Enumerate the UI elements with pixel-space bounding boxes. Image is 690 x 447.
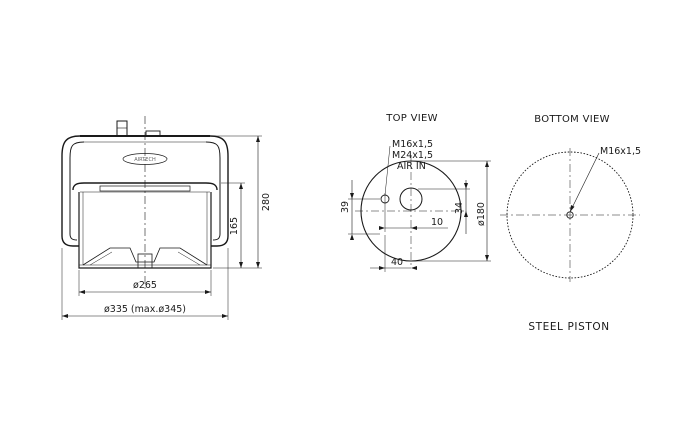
air-fitting <box>145 130 161 137</box>
rubber-bellow-outer <box>61 135 81 247</box>
mounting-stud <box>116 120 128 137</box>
rubber-bellow-inner <box>69 141 85 241</box>
bottom-view <box>500 148 640 282</box>
dim-165: 165 <box>229 217 240 235</box>
bottom-thread-label: M16x1,5 <box>600 146 641 157</box>
logo-text: AIRTECH <box>134 157 156 163</box>
air-thread-label: M24x1,5 <box>392 150 433 161</box>
dim-10: 10 <box>431 217 443 228</box>
dim-40: 40 <box>391 257 403 268</box>
top-view-title: TOP VIEW <box>385 113 438 124</box>
dim-39: 39 <box>340 201 351 213</box>
dim-dia-180: ø180 <box>476 202 487 226</box>
material-label: STEEL PISTON <box>528 321 609 333</box>
dim-dia-335: ø335 (max.ø345) <box>104 304 186 315</box>
air-in-label: AIR IN <box>397 161 426 172</box>
dim-34: 34 <box>454 202 465 214</box>
side-view <box>61 116 262 320</box>
dim-dia-265: ø265 <box>133 280 157 291</box>
bottom-view-title: BOTTOM VIEW <box>534 114 610 125</box>
dim-280: 280 <box>261 193 272 211</box>
top-thread-label: M16x1,5 <box>392 139 433 150</box>
top-view <box>348 145 491 272</box>
